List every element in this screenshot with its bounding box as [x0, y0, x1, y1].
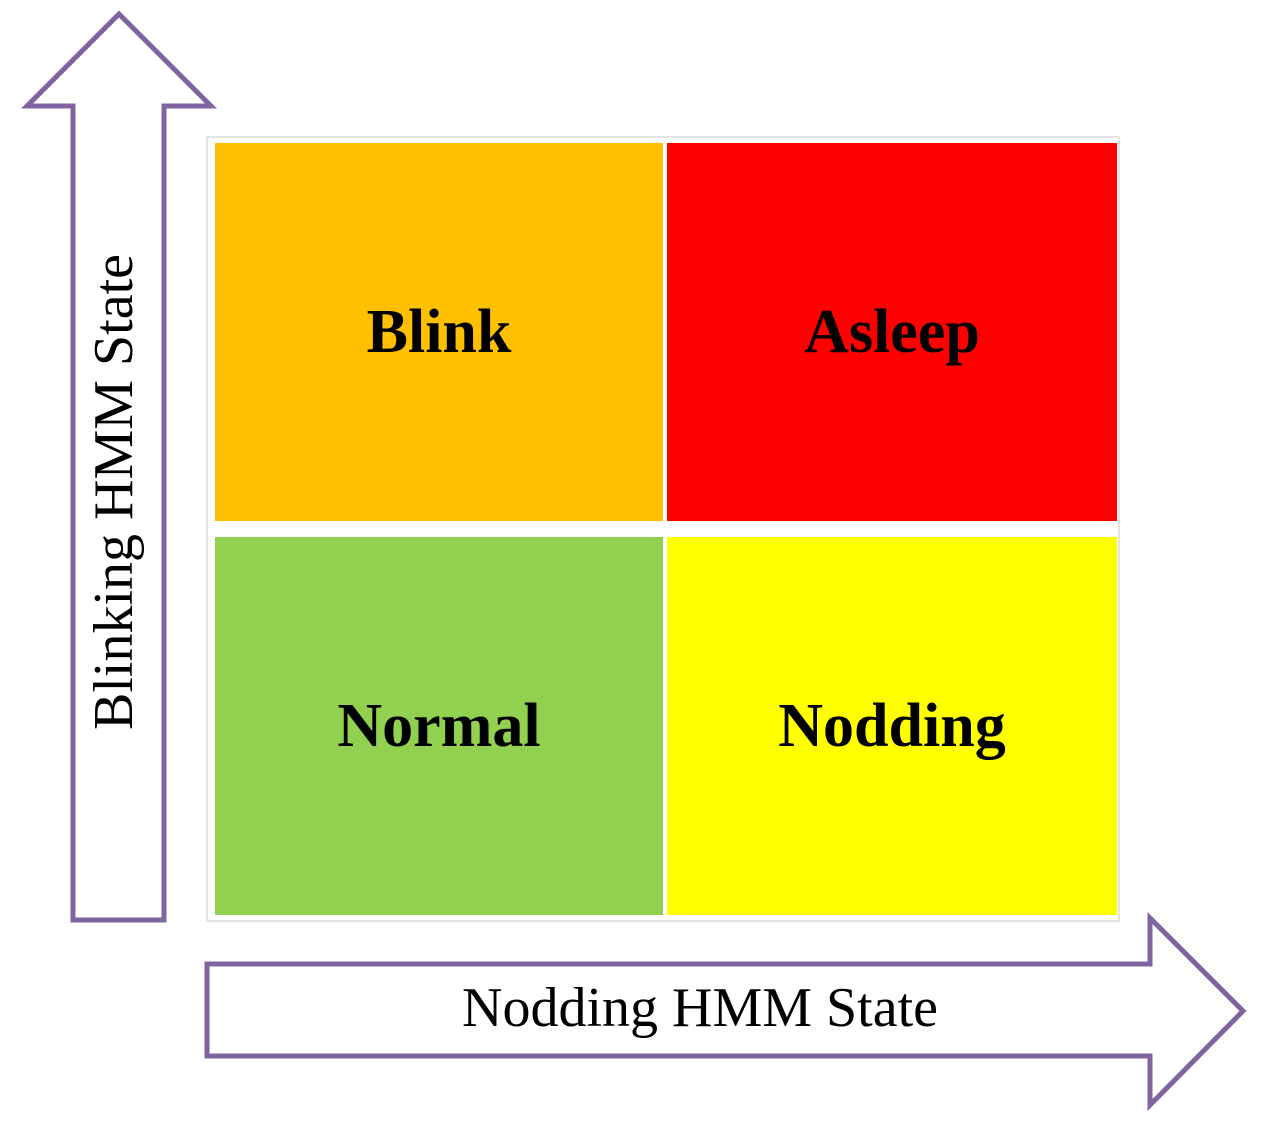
asleep-cell: Asleep	[667, 143, 1117, 521]
nodding-cell: Nodding	[667, 537, 1117, 915]
blink-label: Blink	[366, 297, 512, 366]
asleep-label: Asleep	[804, 297, 980, 366]
normal-label: Normal	[337, 691, 541, 760]
nodding-label: Nodding	[778, 691, 1006, 760]
blink-cell: Blink	[215, 143, 663, 521]
normal-cell: Normal	[215, 537, 663, 915]
horizontal-arrow	[204, 911, 1247, 1112]
x-axis-label: Nodding HMM State	[462, 977, 938, 1039]
y-axis-label: Blinking HMM State	[83, 254, 145, 730]
state-grid: Blink Asleep Normal Nodding	[206, 136, 1120, 922]
vertical-arrow	[20, 10, 218, 923]
